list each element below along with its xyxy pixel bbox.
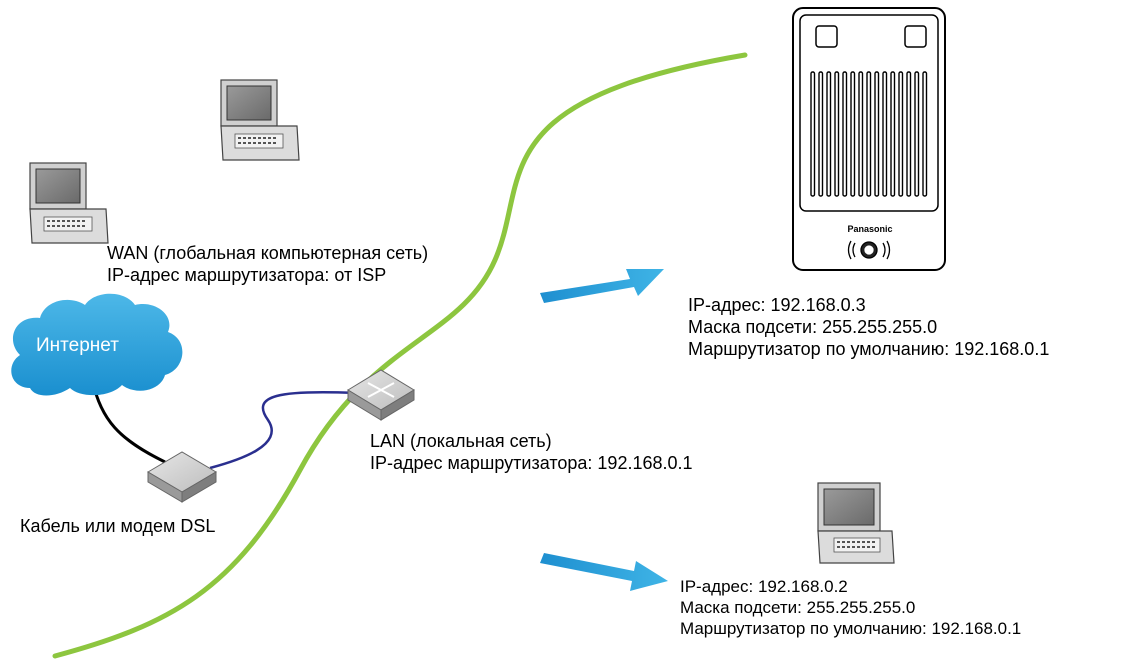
pc-gateway: Маршрутизатор по умолчанию: 192.168.0.1 [680,619,1022,638]
arrow-to-camera-icon [540,269,664,303]
network-camera-icon: Panasonic [792,7,946,271]
camera-info: IP-адрес: 192.168.0.3 Маска подсети: 255… [688,294,1049,360]
pc-ip: IP-адрес: 192.168.0.2 [680,577,848,596]
lan-router-ip: IP-адрес маршрутизатора: 192.168.0.1 [370,453,693,473]
internet-label: Интернет [36,335,119,356]
network-boundary-line [52,52,748,659]
lan-title: LAN (локальная сеть) [370,431,552,451]
pc-mask: Маска подсети: 255.255.255.0 [680,598,916,617]
lan-cable [209,390,356,470]
wan-info: WAN (глобальная компьютерная сеть) IP-ад… [107,242,428,286]
wan-title: WAN (глобальная компьютерная сеть) [107,243,429,263]
router-icon [347,369,415,421]
arrow-to-pc-icon [540,553,668,591]
wan-router-ip: IP-адрес маршрутизатора: от ISP [107,265,387,285]
modem-icon [147,451,217,503]
speaker-icon [847,240,891,260]
laptop-icon [220,79,300,161]
pc-laptop-icon [817,482,895,564]
modem-label: Кабель или модем DSL [20,516,216,536]
lan-info: LAN (локальная сеть) IP-адрес маршрутиза… [370,430,693,474]
internet-cloud-icon [11,293,183,396]
pc-info: IP-адрес: 192.168.0.2 Маска подсети: 255… [680,576,1021,639]
camera-ip: IP-адрес: 192.168.0.3 [688,295,866,315]
camera-mask: Маска подсети: 255.255.255.0 [688,317,938,337]
camera-gateway: Маршрутизатор по умолчанию: 192.168.0.1 [688,339,1050,359]
camera-brand: Panasonic [847,224,892,234]
laptop-icon [29,162,109,244]
